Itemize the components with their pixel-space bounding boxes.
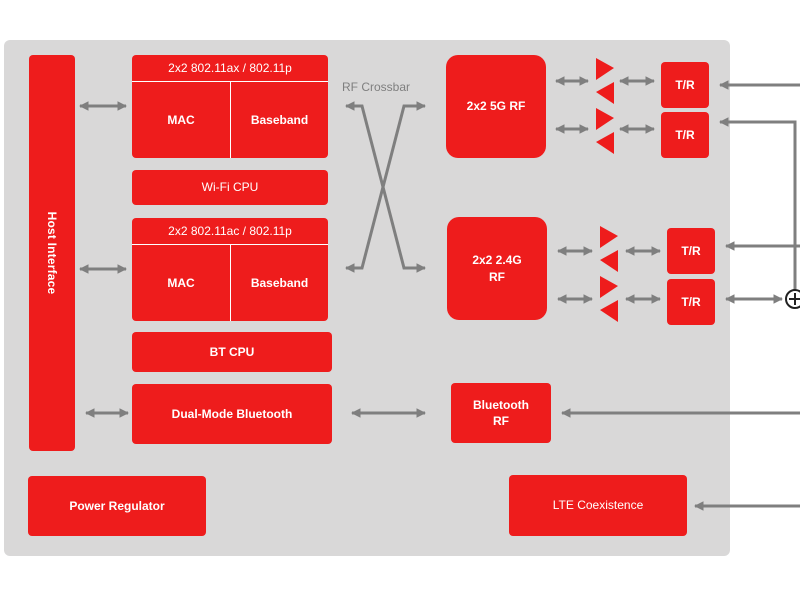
rf-crossbar-label: RF Crossbar [342,80,411,94]
ext-line-tr2 [719,117,797,290]
tr-switch-5g-2: T/R [661,112,709,158]
amplifier-icons [596,58,618,322]
bt-cpu-block: BT CPU [132,332,332,372]
tr-switch-24g-1: T/R [667,228,715,274]
crossbar-line-a [345,101,426,273]
wifi-ac-block: 2x2 802.11ac / 802.11p MAC Baseband [132,218,328,321]
wifi-ax-header: 2x2 802.11ax / 802.11p [132,55,328,82]
wifi-ac-baseband: Baseband [250,275,309,290]
tr-switch-24g-2: T/R [667,279,715,325]
combiner-icon [785,289,800,309]
rf-5g-block: 2x2 5G RF [446,55,546,158]
amplifier-24g-1-icon [600,226,618,272]
wifi-ac-mac: MAC [167,275,195,290]
bluetooth-rf-block: Bluetooth RF [451,383,551,443]
wifi-ax-mac: MAC [167,112,195,127]
amplifier-24g-2-icon [600,276,618,322]
power-regulator-block: Power Regulator [28,476,206,536]
host-interface-block [29,55,75,451]
wifi-ac-header: 2x2 802.11ac / 802.11p [132,218,328,245]
wifi-ax-block: 2x2 802.11ax / 802.11p MAC Baseband [132,55,328,158]
crossbar-line-b [345,101,426,273]
wifi-ax-baseband: Baseband [250,112,309,127]
wifi-ac-divider [230,245,231,321]
wifi-cpu-block: Wi-Fi CPU [132,170,328,205]
dual-mode-bluetooth-block: Dual-Mode Bluetooth [132,384,332,444]
wifi-ax-divider [230,82,231,158]
amplifier-5g-2-icon [596,108,614,154]
rf-24g-block: 2x2 2.4G RF [447,217,547,320]
amplifier-5g-1-icon [596,58,614,104]
tr-switch-5g-1: T/R [661,62,709,108]
lte-coexistence-block: LTE Coexistence [509,475,687,536]
